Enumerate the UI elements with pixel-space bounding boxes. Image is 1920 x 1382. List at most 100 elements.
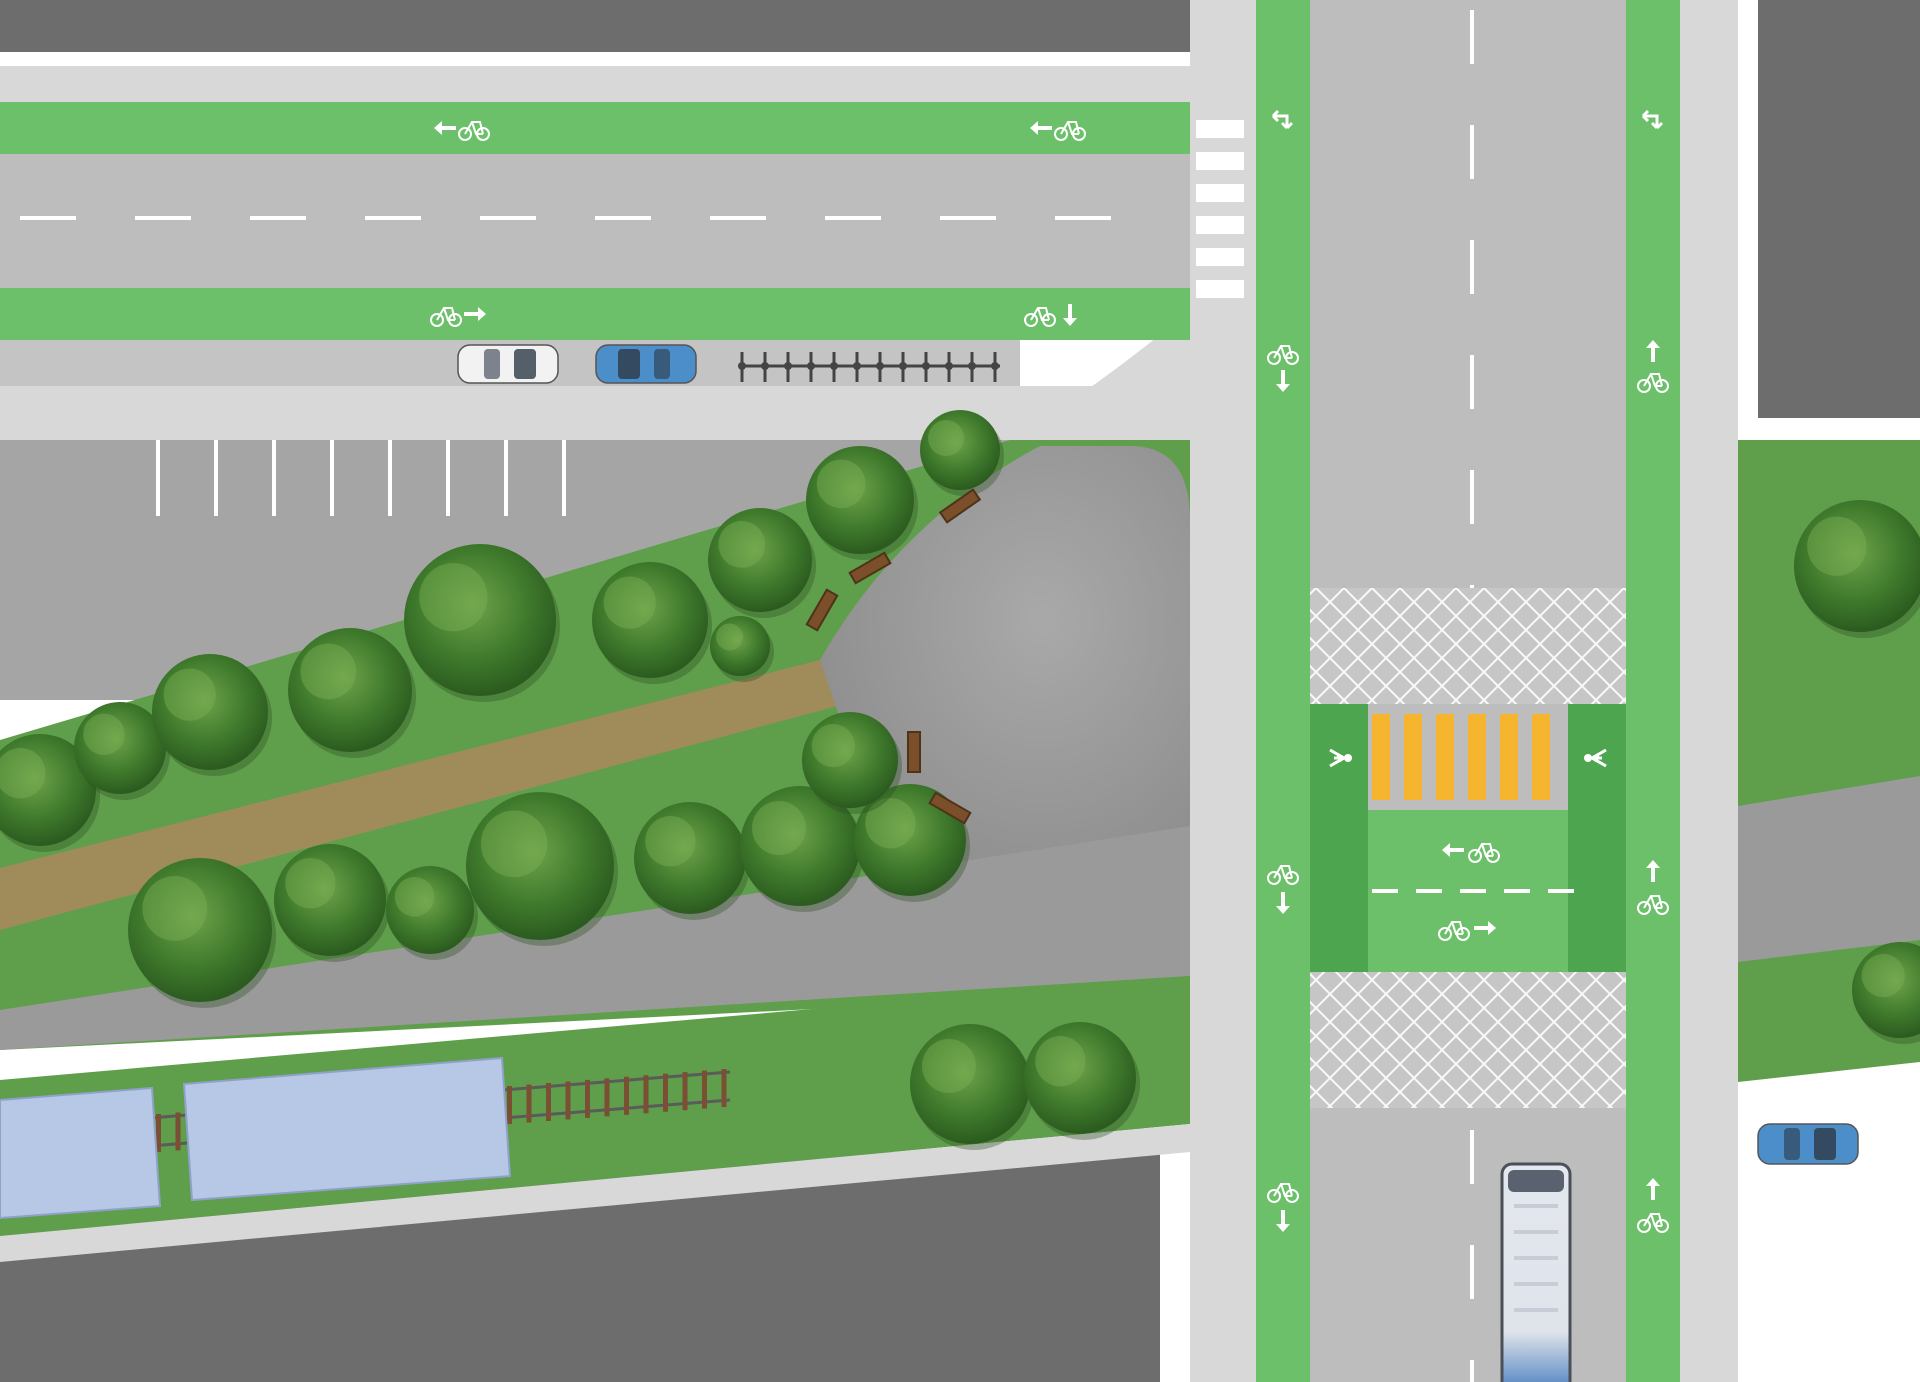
lane-dash: [365, 216, 421, 220]
lane-dash: [480, 216, 536, 220]
tree-highlight: [1807, 516, 1867, 576]
stall-line: [214, 440, 218, 516]
tree-highlight: [285, 858, 336, 909]
rail-tie: [507, 1086, 512, 1125]
pavement-markings: [430, 109, 1669, 1233]
tree-canopy: [920, 410, 1000, 490]
wheel: [1438, 927, 1452, 941]
tree-canopy: [634, 802, 746, 914]
tree-highlight: [83, 713, 125, 755]
bus-roof-rib: [1514, 1204, 1558, 1208]
tree: [708, 508, 816, 618]
body: [1329, 748, 1348, 768]
bus-roof-rib: [1514, 1282, 1558, 1286]
bench: [805, 588, 839, 632]
bicycle-icon: [1267, 1183, 1299, 1203]
rail-tie: [604, 1078, 610, 1117]
turn-shape: [1271, 109, 1294, 130]
bus-windshield: [1508, 1170, 1564, 1192]
horizontal-bike-lane-bottom: [0, 288, 1190, 340]
rail-tie: [643, 1075, 649, 1114]
tree: [0, 734, 100, 852]
crosswalk-stripe: [1532, 714, 1550, 800]
arrow-up-icon: [1646, 860, 1660, 882]
building-top-left: [0, 0, 1196, 52]
tree-highlight: [1861, 954, 1905, 998]
lane-dash: [1470, 240, 1474, 294]
lane-dash: [710, 216, 766, 220]
raised-crossing: [1310, 588, 1626, 1108]
tree-highlight: [480, 810, 548, 878]
zebra-stripe: [1196, 248, 1244, 266]
lane-dash: [825, 216, 881, 220]
tree: [274, 844, 390, 962]
windshield: [514, 349, 536, 379]
arrow-left-icon: [1030, 121, 1052, 135]
arrow-head: [434, 121, 442, 135]
lane-dash: [135, 216, 191, 220]
frame: [1030, 307, 1050, 321]
shelters: [0, 1056, 512, 1220]
bicycle-icon: [1637, 1213, 1669, 1233]
bike-rack: [738, 352, 1000, 382]
arrow-down-icon: [1063, 304, 1077, 326]
rack-knob: [784, 362, 792, 370]
turn-shape: [1641, 109, 1664, 130]
arrow-head: [1276, 384, 1290, 392]
zebra-stripe: [1196, 216, 1244, 234]
tree: [740, 786, 864, 912]
bus-roof-rib: [1514, 1308, 1558, 1312]
lane-dash: [250, 216, 306, 220]
rack-knob: [761, 362, 769, 370]
lane-dash: [1470, 1130, 1474, 1184]
trail-right: [1738, 776, 1920, 962]
crosswalk-stripe: [1372, 714, 1390, 800]
arrow-left-icon: [1442, 843, 1464, 857]
arrow-down-icon: [1276, 892, 1290, 914]
tree-canopy: [466, 792, 614, 940]
tree: [634, 802, 750, 920]
tree-canopy: [386, 866, 474, 954]
tree: [806, 446, 918, 560]
blue-car-right: [1757, 1123, 1859, 1165]
pedestrian-icon: [1584, 748, 1607, 768]
lane-dash: [1548, 889, 1574, 893]
tree-highlight: [645, 816, 696, 867]
tree-canopy: [152, 654, 268, 770]
frame: [1643, 1213, 1663, 1227]
rack-knob: [899, 362, 907, 370]
tree: [74, 702, 170, 800]
frame: [1273, 345, 1293, 359]
tree: [404, 544, 560, 702]
wheel: [458, 127, 472, 141]
tree-canopy: [288, 628, 412, 752]
lane-dash: [595, 216, 651, 220]
rear-window: [1784, 1128, 1800, 1160]
bus-roof-rib: [1514, 1230, 1558, 1234]
lane-dash: [1470, 1245, 1474, 1299]
rack-knob: [945, 362, 953, 370]
arrow-left-icon: [434, 121, 456, 135]
vertical-bike-lane-right: [1626, 0, 1680, 1382]
frame: [1273, 865, 1293, 879]
bench: [938, 488, 982, 524]
tree: [128, 858, 276, 1008]
lane-dash: [1470, 470, 1474, 524]
bicycle-icon: [1637, 373, 1669, 393]
arrow-up-icon: [1646, 1178, 1660, 1200]
rail-tie: [565, 1081, 571, 1120]
hatch-zone-top-pattern: [1310, 588, 1626, 704]
horizontal-roadway: [0, 154, 1190, 288]
bus-roof-rib: [1514, 1256, 1558, 1260]
lane-dash: [940, 216, 996, 220]
bicycle-icon: [1267, 345, 1299, 365]
windshield: [1814, 1128, 1836, 1160]
arrow-shaft: [1281, 892, 1285, 906]
tree-canopy: [910, 1024, 1030, 1144]
sidewalk-corner: [1010, 310, 1190, 500]
wheel: [1468, 849, 1482, 863]
tree-canopy: [740, 786, 860, 906]
lane-dash: [1470, 355, 1474, 409]
